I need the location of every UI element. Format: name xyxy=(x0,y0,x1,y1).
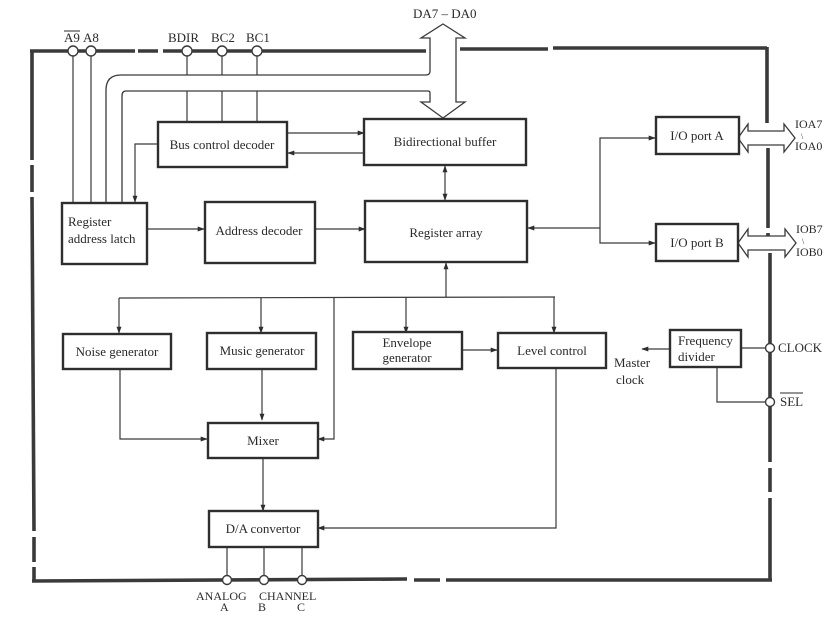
label-channel-a: A xyxy=(220,600,229,614)
frequency-divider-block: Frequency divider xyxy=(668,328,743,369)
label-analog: ANALOG xyxy=(196,589,247,603)
svg-text:Bidirectional buffer: Bidirectional buffer xyxy=(394,134,497,149)
label-a9: A9 xyxy=(64,30,80,45)
bidirectional-buffer-block: Bidirectional buffer xyxy=(362,117,528,167)
svg-text:I/O port B: I/O port B xyxy=(670,235,724,250)
svg-text:Mixer: Mixer xyxy=(247,433,279,448)
label-master: Master xyxy=(614,355,651,370)
svg-text:Frequency: Frequency xyxy=(678,333,733,348)
pin-a9 xyxy=(67,45,79,57)
svg-text:Envelope: Envelope xyxy=(382,335,431,350)
label-iob0: IOB0 xyxy=(796,245,823,259)
register-array-block: Register array xyxy=(363,199,529,264)
data-bus xyxy=(94,23,468,229)
output-pins xyxy=(221,342,776,586)
label-channel: CHANNEL xyxy=(259,589,316,603)
pin-clock xyxy=(764,342,776,354)
da-convertor-block: D/A convertor xyxy=(207,509,320,549)
io-port-a-bus xyxy=(737,121,796,155)
label-a8: A8 xyxy=(83,30,99,45)
blocks: Bus control decoder Bidirectional buffer… xyxy=(60,115,743,549)
svg-text:address latch: address latch xyxy=(68,231,136,246)
label-bc1: BC1 xyxy=(246,30,270,45)
pin-analog-c xyxy=(296,574,308,586)
noise-generator-block: Noise generator xyxy=(61,332,173,371)
pin-a8 xyxy=(85,45,97,57)
level-control-block: Level control xyxy=(496,331,608,370)
svg-text:Register array: Register array xyxy=(409,225,483,240)
svg-text:I/O port A: I/O port A xyxy=(670,128,724,143)
top-pins xyxy=(67,45,263,57)
label-ioa7: IOA7 xyxy=(795,117,822,131)
svg-text:Register: Register xyxy=(68,214,112,229)
mixer-block: Mixer xyxy=(206,421,320,460)
chip-border xyxy=(30,46,772,583)
svg-text:Address decoder: Address decoder xyxy=(216,223,304,238)
label-iob7: IOB7 xyxy=(796,222,823,236)
pin-bdir xyxy=(181,45,193,57)
label-clock-word: clock xyxy=(616,372,645,387)
label-ioa0: IOA0 xyxy=(795,139,822,153)
bus-control-decoder-block: Bus control decoder xyxy=(156,120,289,169)
border-bottom xyxy=(31,577,408,583)
label-ioa-sep: \ xyxy=(801,132,804,141)
label-bc2: BC2 xyxy=(211,30,235,45)
svg-text:Level control: Level control xyxy=(517,343,587,358)
pin-bc2 xyxy=(216,45,228,57)
register-address-latch-block: Register address latch xyxy=(60,201,149,266)
label-bdir: BDIR xyxy=(168,30,199,45)
data-bus-arrow xyxy=(94,23,468,229)
label-data-bus: DA7 – DA0 xyxy=(413,6,477,21)
label-channel-b: B xyxy=(258,600,266,614)
envelope-generator-block: Envelope generator xyxy=(351,330,464,371)
io-port-b-bus xyxy=(737,226,797,260)
io-buses xyxy=(737,121,797,260)
svg-text:divider: divider xyxy=(678,349,715,364)
pin-analog-a xyxy=(221,574,233,586)
svg-text:Noise generator: Noise generator xyxy=(76,344,159,359)
svg-text:generator: generator xyxy=(382,350,432,365)
pin-analog-b xyxy=(258,574,270,586)
io-port-b-block: I/O port B xyxy=(654,222,740,263)
svg-text:Bus control decoder: Bus control decoder xyxy=(170,137,275,152)
io-port-a-block: I/O port A xyxy=(654,115,741,156)
address-decoder-block: Address decoder xyxy=(203,200,317,265)
block-wires xyxy=(116,130,765,579)
pin-bc1 xyxy=(251,45,263,57)
label-clock: CLOCK xyxy=(778,340,823,355)
label-sel: SEL xyxy=(780,394,803,409)
label-iob-sep: \ xyxy=(802,237,805,246)
label-channel-c: C xyxy=(297,600,305,614)
music-generator-block: Music generator xyxy=(205,331,318,371)
svg-text:D/A convertor: D/A convertor xyxy=(226,521,301,536)
pin-sel xyxy=(764,396,776,408)
svg-text:Music generator: Music generator xyxy=(220,343,306,358)
